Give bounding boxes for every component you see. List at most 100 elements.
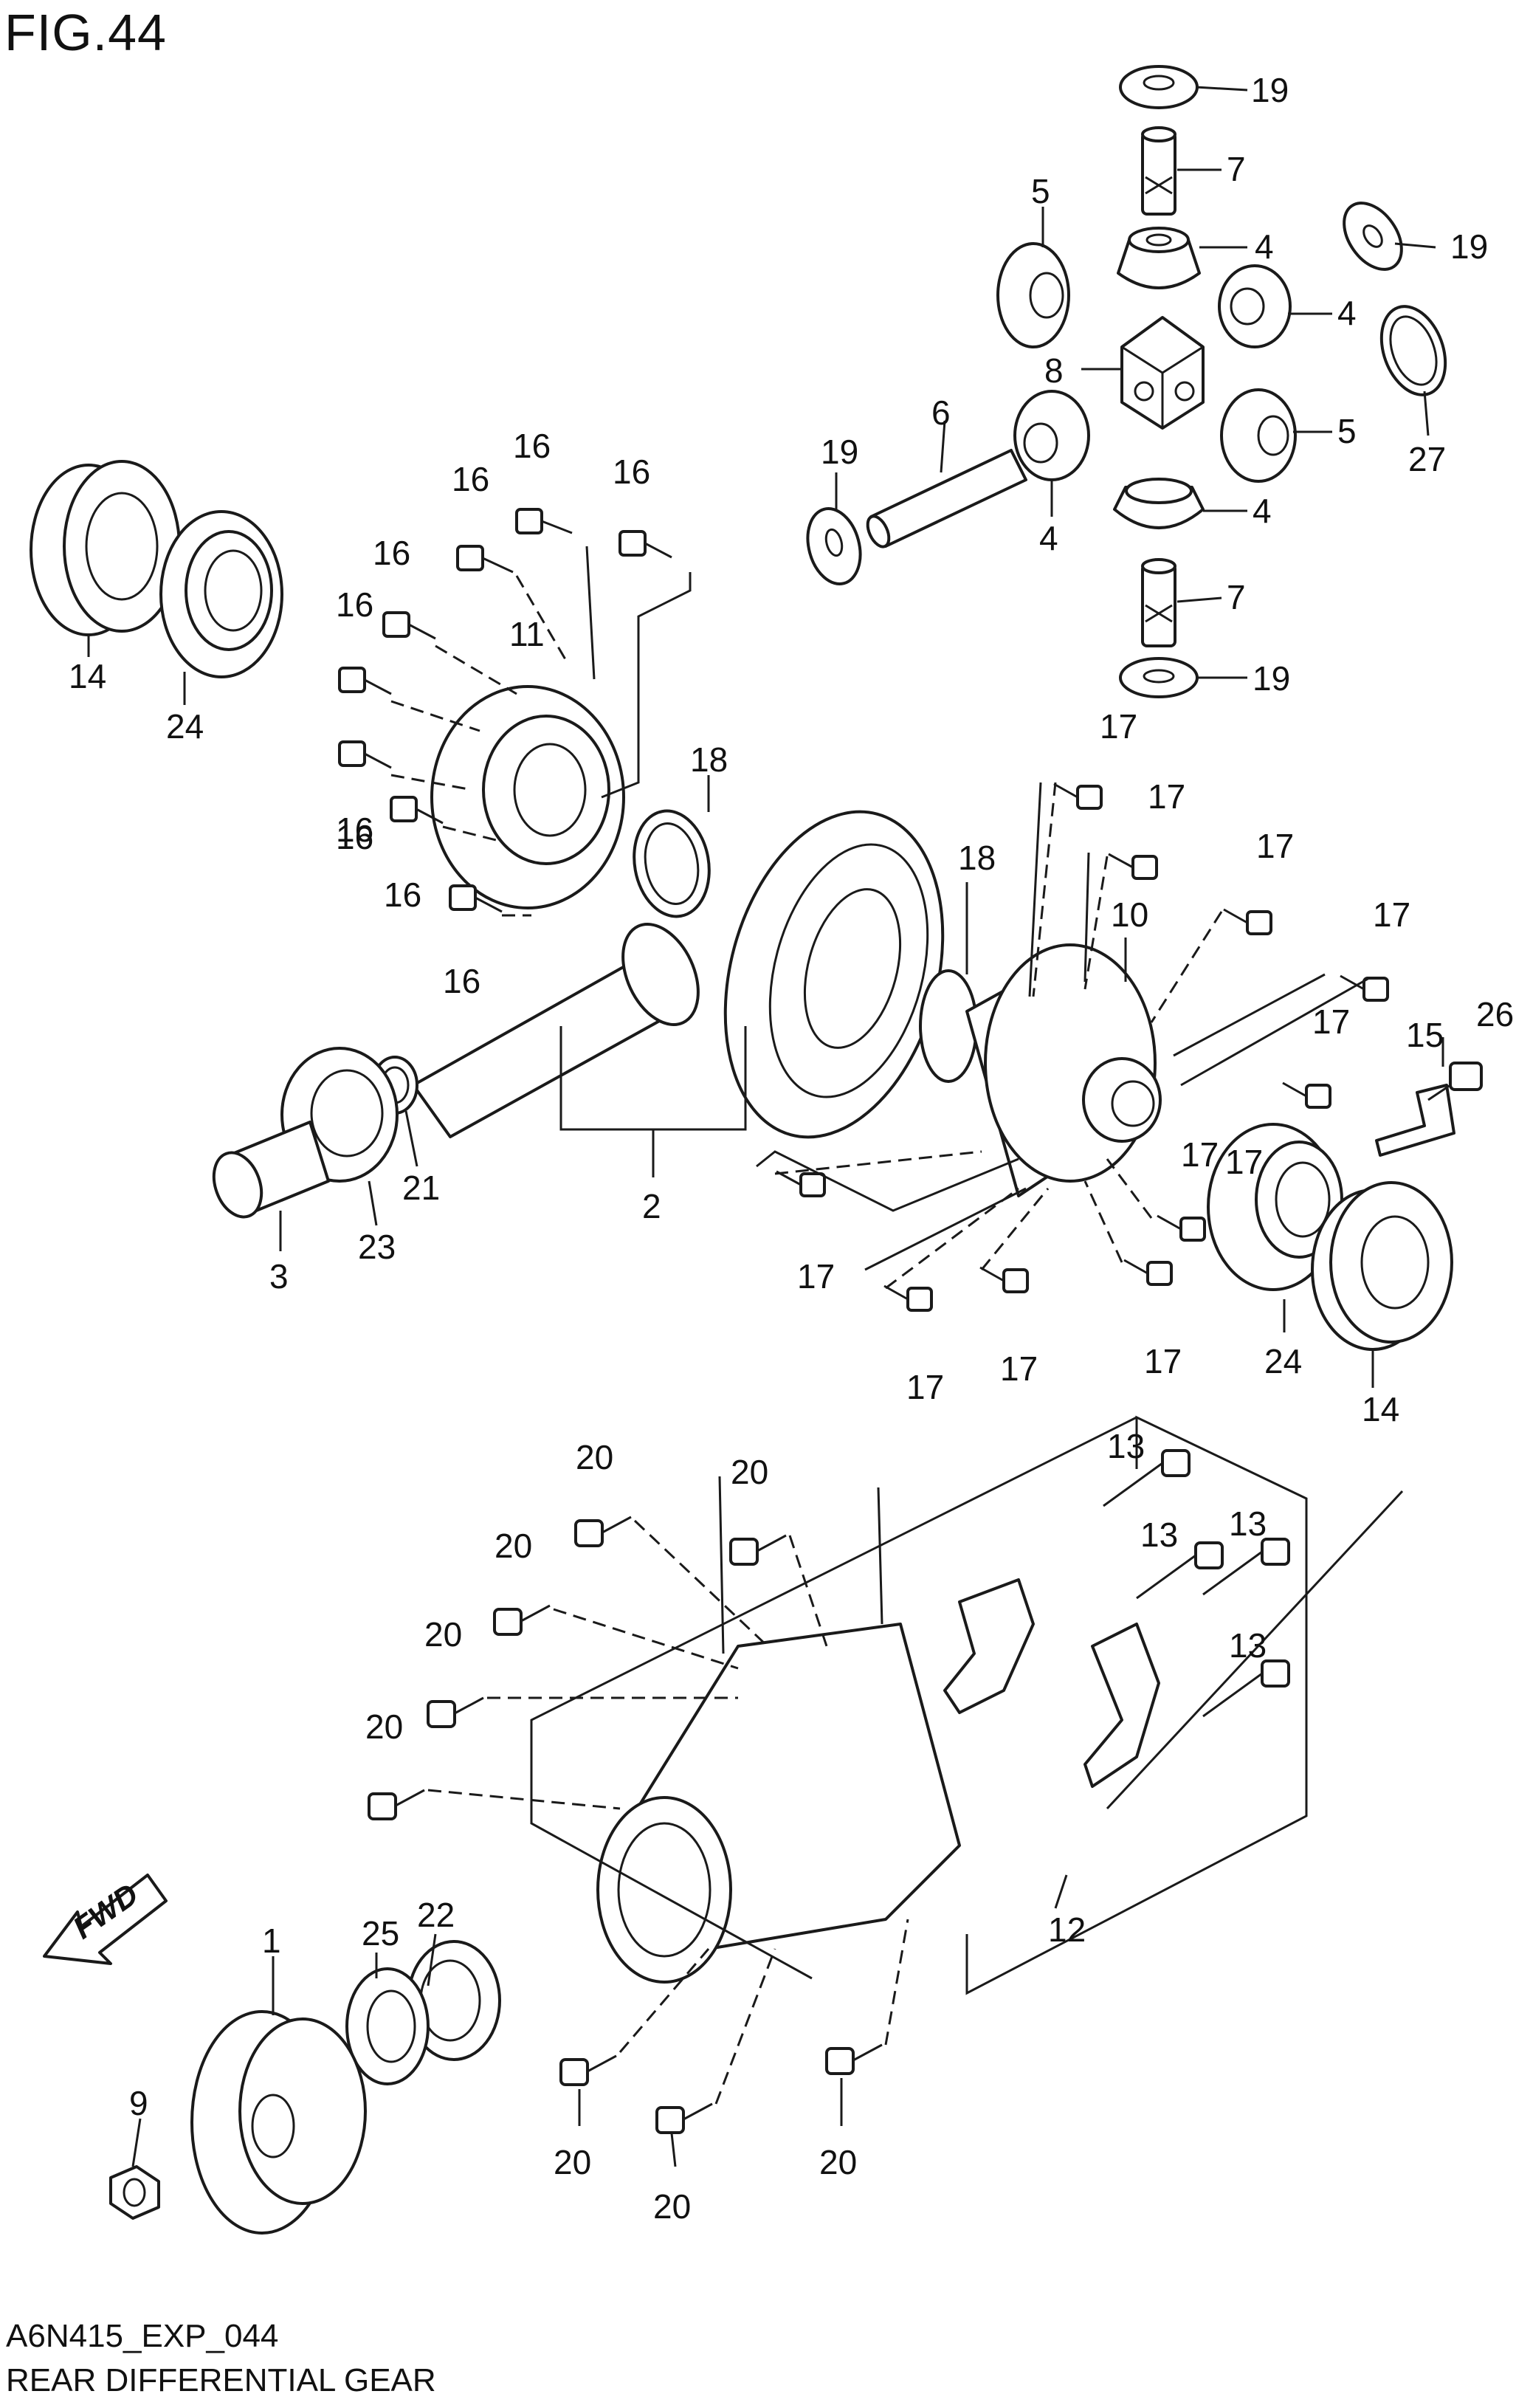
callout: 10 (1111, 895, 1148, 934)
pinion-shaft-6 (866, 449, 1027, 548)
washer-19-bottom (1119, 657, 1199, 698)
callout: 18 (690, 740, 728, 779)
callout: 7 (1227, 150, 1246, 188)
callout: 18 (958, 839, 996, 877)
oil-seal-14-left (30, 460, 181, 636)
callout: 7 (1227, 578, 1246, 616)
washer-19-left (806, 507, 862, 585)
callout: 20 (731, 1453, 768, 1491)
callout: 15 (1406, 1016, 1444, 1054)
bearing-24-left (159, 510, 283, 678)
callout: 6 (931, 393, 951, 432)
differential-case-10 (965, 943, 1162, 1197)
callout: 13 (1229, 1626, 1267, 1665)
callout: 17 (1100, 707, 1137, 746)
callout: 16 (513, 427, 551, 465)
nut-9 (109, 2165, 160, 2220)
callout: 5 (1337, 412, 1357, 450)
carrier-housing-12 (596, 1623, 961, 1984)
bearing-cap-left (943, 1578, 1035, 1714)
callout: 24 (166, 707, 204, 746)
callout: 3 (269, 1257, 289, 1296)
pin-7-bottom (1141, 558, 1176, 647)
callout: 2 (642, 1187, 661, 1225)
ring-gear-2 (723, 810, 945, 1139)
callout: 4 (1255, 227, 1274, 266)
oil-seal-25 (345, 1967, 430, 2085)
callout: 13 (1140, 1516, 1178, 1554)
callout: 20 (819, 2143, 857, 2181)
callout: 17 (1256, 827, 1294, 865)
bolt-group-17 (776, 782, 1389, 1312)
bearing-cap-right (1083, 1623, 1160, 1788)
bolt-26 (1427, 1062, 1483, 1101)
fwd-direction-badge: FWD (43, 1874, 168, 1965)
callout: 17 (1373, 895, 1410, 934)
callout: 5 (1031, 172, 1050, 210)
callout: 27 (1408, 440, 1446, 478)
callout: 17 (1000, 1349, 1038, 1388)
pinion-gear-4-right (1218, 264, 1292, 348)
callout: 17 (1144, 1342, 1182, 1380)
callout: 4 (1039, 519, 1058, 557)
callout: 24 (1264, 1342, 1302, 1380)
figure-description: REAR DIFFERENTIAL GEAR (6, 2362, 436, 2398)
callout: 23 (358, 1228, 396, 1266)
group-brackets (530, 546, 1370, 1995)
callout: 19 (1251, 71, 1289, 109)
callout: 4 (1337, 294, 1357, 332)
callout: 16 (336, 585, 373, 624)
ring-18-right (919, 969, 978, 1083)
bolt-group-20 (368, 1516, 883, 2134)
callout: 16 (336, 811, 373, 849)
arrow-left-down-icon (43, 1874, 168, 1965)
flange-11 (430, 685, 625, 909)
pinion-block-8 (1120, 316, 1205, 430)
callout: 16 (384, 876, 421, 914)
ring-18-left (633, 809, 711, 918)
bolt-group-13 (1103, 1449, 1290, 1718)
callout: 17 (1181, 1135, 1219, 1174)
callout: 22 (417, 1896, 455, 1934)
callout: 14 (69, 657, 106, 695)
pin-7-top (1141, 126, 1176, 216)
callout: 25 (362, 1914, 399, 1953)
pinion-gear-5-mid (1220, 388, 1297, 483)
callout: 9 (129, 2084, 148, 2122)
callout: 17 (797, 1257, 835, 1296)
companion-flange-1 (190, 2010, 367, 2235)
oil-seal-14-right (1311, 1181, 1453, 1351)
callout: 19 (821, 433, 858, 471)
callout: 19 (1253, 659, 1290, 698)
leader-lines (87, 86, 1444, 2167)
callout: 26 (1476, 995, 1514, 1033)
figure-code: A6N415_EXP_044 (6, 2318, 279, 2354)
callout-labels: 19 7 4 5 19 4 8 27 5 6 19 4 4 7 19 14 24… (69, 71, 1514, 2226)
callout: 16 (373, 534, 410, 572)
callout: 17 (1225, 1143, 1263, 1181)
callout: 20 (653, 2187, 691, 2226)
side-gear-4-top (1117, 227, 1201, 289)
callout: 20 (495, 1527, 532, 1565)
callout: 17 (1148, 777, 1185, 816)
callout: 20 (576, 1438, 613, 1476)
callout: 17 (1312, 1002, 1350, 1041)
callout: 16 (452, 460, 489, 498)
side-gear-4-bottom (1113, 478, 1205, 529)
callout: 11 (509, 615, 545, 653)
callout: 16 (336, 818, 373, 856)
callout: 1 (262, 1922, 281, 1960)
callout: 19 (1450, 227, 1488, 266)
callout: 13 (1229, 1504, 1267, 1543)
callout: 14 (1362, 1390, 1399, 1428)
callout: 21 (402, 1169, 440, 1207)
side-gear-4-left (1013, 390, 1090, 481)
washer-19-right (1343, 202, 1403, 271)
callout: 4 (1253, 492, 1272, 530)
ring-27 (1379, 305, 1447, 396)
callout: 20 (365, 1707, 403, 1746)
callout: 16 (443, 962, 480, 1000)
bolt-group-16 (338, 508, 672, 913)
dashed-assembly-lines (390, 575, 1223, 2105)
callout: 17 (906, 1368, 944, 1406)
